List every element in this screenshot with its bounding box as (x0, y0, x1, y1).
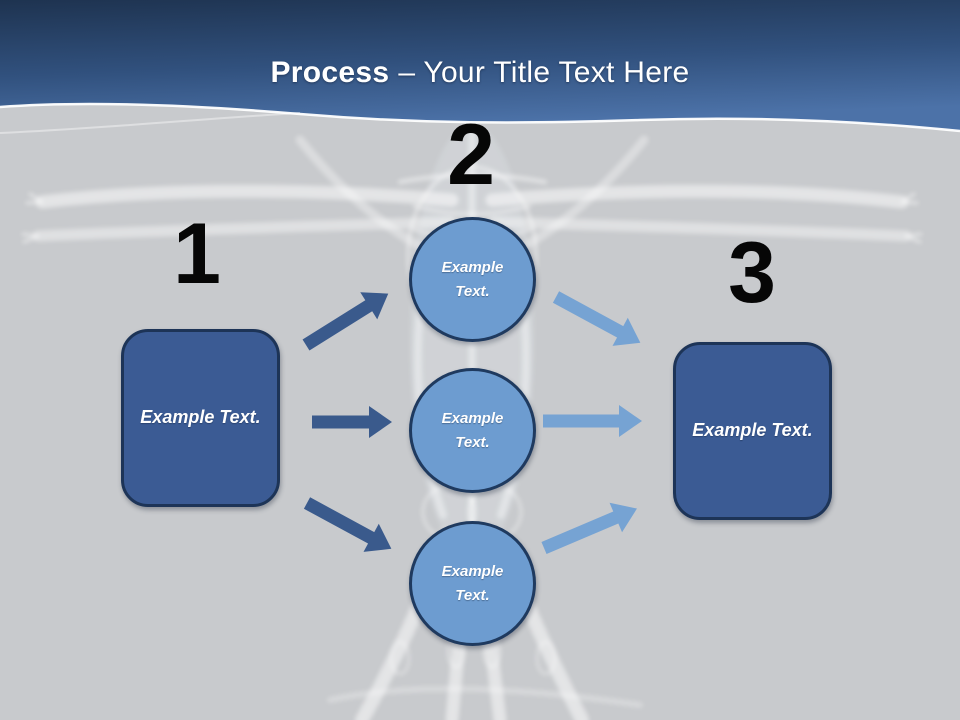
dark-arrows (302, 292, 392, 552)
slide-title-lead: Process (270, 56, 390, 89)
left-process-box-label: Example Text. (140, 407, 261, 428)
rib (412, 204, 532, 216)
circle-step-middle-label: Example Text. (441, 409, 504, 451)
circle-step-bottom-label: Example Text. (441, 562, 504, 604)
arrow-top-circle-to-right (552, 291, 641, 346)
step-number-3[interactable]: 3 (728, 225, 776, 321)
arrow-middle-circle-to-right (543, 405, 642, 437)
arrow-left-to-bottom-circle (303, 497, 392, 552)
arm-left-upper (35, 184, 459, 209)
step-number-2[interactable]: 2 (447, 107, 495, 203)
circle-step-middle[interactable]: Example Text. (409, 368, 536, 493)
slide-title-rest: – Your Title Text Here (398, 56, 690, 89)
arm-right-lower (488, 216, 912, 242)
hand-right (900, 192, 923, 244)
bottom-wisp (327, 685, 643, 708)
light-arrows (541, 291, 642, 554)
arm-right-upper (485, 184, 909, 209)
step-number-1[interactable]: 1 (173, 206, 221, 302)
knee (535, 640, 557, 676)
arm-left-lower (32, 216, 456, 242)
knee (389, 640, 411, 676)
arrow-left-to-middle-circle (312, 406, 392, 438)
slide-title[interactable]: Process– Your Title Text Here (0, 56, 960, 90)
arrow-bottom-circle-to-right (541, 502, 637, 554)
circle-step-top[interactable]: Example Text. (409, 217, 536, 342)
circle-step-top-label: Example Text. (441, 258, 504, 300)
right-process-box-label: Example Text. (692, 420, 813, 441)
right-process-box[interactable]: Example Text. (673, 342, 832, 520)
left-process-box[interactable]: Example Text. (121, 329, 280, 507)
circle-step-bottom[interactable]: Example Text. (409, 521, 536, 646)
hand-left (21, 192, 44, 244)
arrow-left-to-top-circle (302, 292, 389, 351)
wave-secondary-line (0, 112, 301, 134)
